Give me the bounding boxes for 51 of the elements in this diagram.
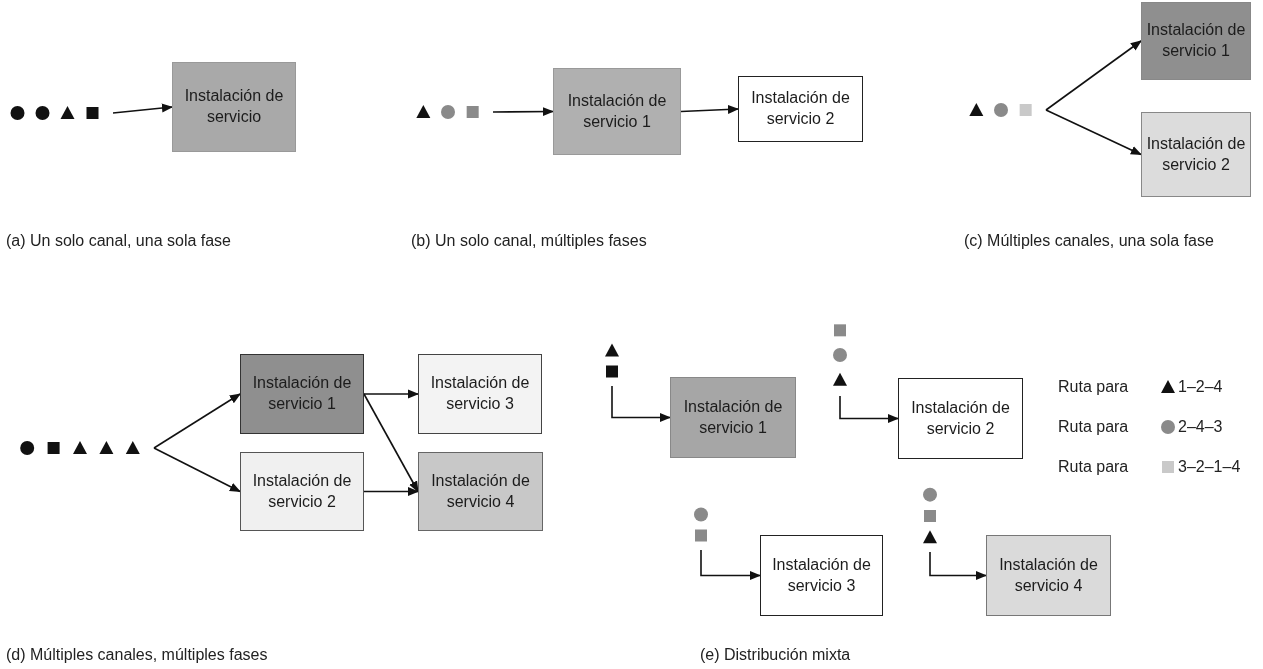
arrow [153, 447, 241, 493]
arrow [363, 487, 420, 496]
service-box [1141, 112, 1251, 197]
arrow [112, 103, 174, 114]
arrow [363, 393, 419, 493]
service-box [418, 354, 542, 434]
service-box [898, 378, 1023, 459]
service-box [760, 535, 883, 616]
panel-caption: (a) Un solo canal, una sola fase [6, 232, 231, 250]
panel-caption: (d) Múltiples canales, múltiples fases [6, 646, 268, 664]
service-label: Instalación de servicio 4 [430, 470, 531, 512]
service-label: Instalación de servicio 1 [252, 373, 352, 414]
legend-text: Ruta para [1058, 378, 1129, 396]
legend-text: Ruta para [1058, 418, 1129, 436]
panel-caption: (b) Un solo canal, múltiples fases [411, 232, 647, 250]
arrow [363, 389, 420, 399]
service-box [670, 377, 796, 458]
panel-caption: (c) Múltiples canales, una sola fase [964, 232, 1214, 250]
panel-caption: (e) Distribución mixta [700, 646, 851, 664]
service-box [553, 68, 681, 155]
service-box [172, 62, 296, 152]
service-label: Instalación de servicio [184, 86, 284, 127]
service-label: Instalación de servicio 3 [771, 554, 872, 596]
legend-text: 2–4–3 [1178, 418, 1223, 436]
service-label: Instalación de servicio 1 [683, 396, 783, 438]
arrow [1045, 40, 1142, 111]
legend-text: 3–2–1–4 [1178, 458, 1241, 476]
service-label: Instalación de servicio 2 [1146, 133, 1246, 175]
arrow [839, 395, 900, 423]
service-box [986, 535, 1111, 616]
service-box [240, 354, 364, 434]
service-box [738, 76, 863, 142]
service-box [1141, 2, 1251, 80]
service-box [418, 452, 543, 531]
service-box [240, 452, 364, 531]
arrow [611, 385, 672, 422]
arrow [153, 393, 241, 449]
arrow [1045, 109, 1142, 156]
arrow [929, 551, 988, 580]
arrow [700, 549, 762, 580]
service-label: Instalación de servicio 1 [1146, 20, 1246, 61]
service-label: Instalación de servicio 3 [430, 373, 530, 414]
service-label: Instalación de servicio 2 [252, 470, 352, 512]
legend-text: Ruta para [1058, 458, 1129, 476]
service-label: Instalación de servicio 2 [750, 88, 851, 129]
service-label: Instalación de servicio 4 [998, 554, 1099, 596]
legend-text: 1–2–4 [1178, 378, 1223, 396]
service-label: Instalación de servicio 1 [567, 90, 667, 132]
arrow [492, 107, 555, 117]
service-label: Instalación de servicio 2 [910, 397, 1011, 439]
arrow [680, 104, 740, 114]
